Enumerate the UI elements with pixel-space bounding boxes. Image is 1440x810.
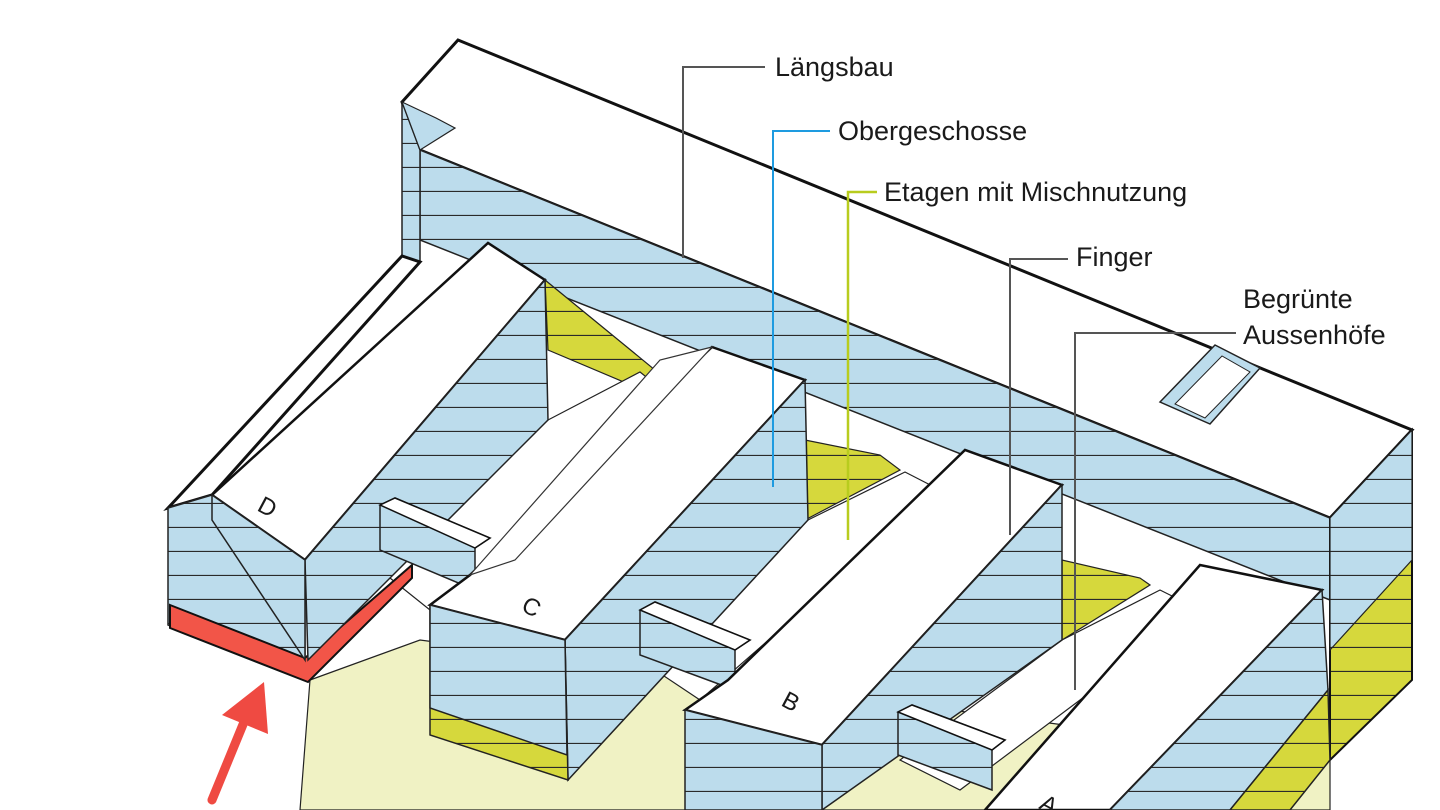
label-mischnutzung: Etagen mit Mischnutzung (884, 177, 1187, 207)
leader-aussenhoefe (1074, 332, 1236, 690)
finger-a (983, 563, 1331, 810)
bridge-dc-top (378, 497, 492, 549)
finger-d (163, 241, 549, 684)
leader-finger (1009, 258, 1068, 535)
leader-mischnutzung (846, 190, 877, 540)
bridge-cb-top (638, 601, 752, 651)
finger-d-front (211, 493, 306, 663)
laengsbau-notch (400, 100, 457, 151)
arrow-icon (207, 682, 268, 805)
courtyard-cutout-floor (1174, 355, 1251, 419)
label-aussenhoefe-line2: Aussenhöfe (1243, 320, 1386, 350)
finger-c (427, 345, 809, 782)
label-aussenhoefe-line1: Begrünte (1243, 284, 1353, 314)
label-laengsbau: Längsbau (775, 52, 894, 82)
finger-a-side-lower (1229, 687, 1331, 810)
leader-obergeschosse (772, 130, 830, 487)
east-upper-facade (1329, 428, 1413, 652)
finger-c-inner-roof (468, 345, 714, 577)
leader-laengsbau (682, 66, 765, 258)
laengsbau-block (400, 38, 1415, 763)
label-finger: Finger (1076, 242, 1153, 272)
finger-b (682, 448, 1065, 810)
bridge-ba-top (896, 704, 1007, 751)
finger-d-side (304, 278, 549, 662)
finger-b-front (684, 709, 823, 810)
finger-c-front-upper (429, 604, 568, 757)
label-obergeschosse: Obergeschosse (838, 116, 1027, 146)
